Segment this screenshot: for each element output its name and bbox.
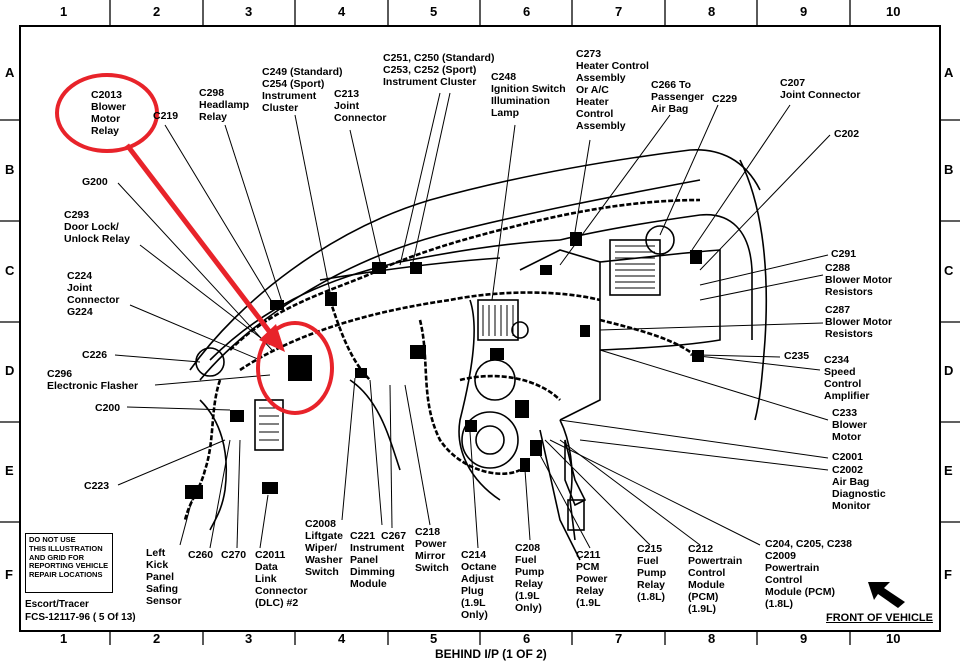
label-c293-door-lock-relay: C293 Door Lock/ Unlock Relay [64, 209, 130, 245]
grid-col-3-bottom: 3 [245, 631, 253, 646]
label-c218-power-mirror-switch: C218 Power Mirror Switch [415, 526, 449, 574]
label-c248-ignition-illumination: C248 Ignition Switch Illumination Lamp [491, 71, 566, 119]
wiring-harness [183, 198, 701, 521]
label-c266-passenger-air-bag: C266 To Passenger Air Bag [651, 79, 705, 115]
grid-col-1-bottom: 1 [60, 631, 68, 646]
grid-col-2-bottom: 2 [153, 631, 161, 646]
highlight-circle-label [55, 73, 159, 153]
label-c249-instrument-cluster: C249 (Standard) C254 (Sport) Instrument … [262, 66, 343, 114]
grid-row-b-left: B [5, 162, 15, 177]
highlight-arrow-head [259, 324, 285, 352]
dashboard-outline [189, 149, 768, 561]
label-c2001: C2001 [832, 451, 863, 463]
label-c235: C235 [784, 350, 810, 362]
label-c224-joint-connector: C224 Joint Connector G224 [67, 270, 120, 318]
grid-col-7-bottom: 7 [615, 631, 623, 646]
label-c223: C223 [84, 480, 110, 492]
grid-col-10-bottom: 10 [886, 631, 901, 646]
grid-col-10-top: 10 [886, 4, 901, 19]
label-c251-instrument-cluster: C251, C250 (Standard) C253, C252 (Sport)… [383, 52, 495, 88]
label-c2011-dlc: C2011 Data Link Connector (DLC) #2 [255, 549, 308, 609]
front-arrow-icon [868, 582, 905, 608]
grid-col-7-top: 7 [615, 4, 623, 19]
grid-ticks [0, 0, 960, 645]
label-c260: C260 [188, 549, 214, 561]
label-c273-heater-control: C273 Heater Control Assembly Or A/C Heat… [576, 48, 649, 132]
label-c2013-blower-motor-relay: C2013 Blower Motor Relay [91, 89, 127, 137]
grid-row-b-right: B [944, 162, 954, 177]
label-c291: C291 [831, 248, 857, 260]
grid-row-a-left: A [5, 65, 15, 80]
footer-code: FCS-12117-96 ( 5 Of 13) [25, 612, 136, 623]
label-c208-fuel-pump-relay: C208 Fuel Pump Relay (1.9L Only) [515, 542, 545, 614]
grid-row-d-left: D [5, 363, 15, 378]
label-c200: C200 [95, 402, 121, 414]
label-c2002-air-bag-monitor: C2002 Air Bag Diagnostic Monitor [832, 464, 886, 512]
label-c298-headlamp-relay: C298 Headlamp Relay [199, 87, 250, 123]
label-c214-octane-plug: C214 Octane Adjust Plug (1.9L Only) [461, 549, 497, 621]
grid-col-1-top: 1 [60, 4, 68, 19]
label-c229: C229 [712, 93, 738, 105]
label-c211-pcm-power-relay: C211 PCM Power Relay (1.9L [576, 549, 608, 609]
grid-col-4-bottom: 4 [338, 631, 346, 646]
grid-col-6-bottom: 6 [523, 631, 531, 646]
grid-row-f-right: F [944, 567, 952, 582]
grid-col-9-bottom: 9 [800, 631, 808, 646]
label-c202: C202 [834, 128, 860, 140]
connector-blocks [185, 232, 704, 499]
grid-row-e-right: E [944, 463, 953, 478]
label-c233-blower-motor: C233 Blower Motor [832, 407, 868, 443]
label-c267: C267 [381, 530, 407, 542]
front-of-vehicle-label: FRONT OF VEHICLE [826, 612, 933, 624]
grid-row-d-right: D [944, 363, 954, 378]
label-c212-pcm-19l: C212 Powertrain Control Module (PCM) (1.… [688, 543, 743, 615]
repair-notice: DO NOT USE THIS ILLUSTRATION AND GRID FO… [25, 533, 113, 593]
label-left-kick-panel-sensor: Left Kick Panel Safing Sensor [146, 547, 182, 607]
grid-col-3-top: 3 [245, 4, 253, 19]
gear-shift [564, 439, 587, 531]
grid-col-6-top: 6 [523, 4, 531, 19]
label-c287-blower-resistors: C287 Blower Motor Resistors [825, 304, 893, 340]
component-outlines [195, 225, 675, 469]
label-c296-electronic-flasher: C296 Electronic Flasher [47, 368, 139, 392]
leader-lines [114, 92, 831, 549]
grid-col-2-top: 2 [153, 4, 161, 19]
diagram-title: BEHIND I/P (1 OF 2) [435, 647, 547, 661]
grid-row-e-left: E [5, 463, 14, 478]
label-c213-joint-connector: C213 Joint Connector [334, 88, 387, 124]
grid-row-c-left: C [5, 263, 15, 278]
grid-col-8-bottom: 8 [708, 631, 716, 646]
grid-col-5-bottom: 5 [430, 631, 438, 646]
grid-row-c-right: C [944, 263, 954, 278]
label-c215-fuel-pump-relay: C215 Fuel Pump Relay (1.8L) [637, 543, 667, 603]
label-c2008-liftgate-switch: C2008 Liftgate Wiper/ Washer Switch [305, 518, 343, 578]
label-c221-dimming-module: C221 Instrument Panel Dimming Module [350, 530, 405, 590]
label-c207-joint-connector: C207 Joint Connector [780, 77, 861, 101]
grid-col-9-top: 9 [800, 4, 808, 19]
label-g200: G200 [82, 176, 108, 188]
label-c226: C226 [82, 349, 108, 361]
grid-col-5-top: 5 [430, 4, 438, 19]
label-c234-speed-control: C234 Speed Control Amplifier [824, 354, 870, 402]
label-c288-blower-resistors: C288 Blower Motor Resistors [825, 262, 893, 298]
grid-col-8-top: 8 [708, 4, 716, 19]
highlight-circle-relay [256, 321, 334, 415]
footer-model: Escort/Tracer [25, 599, 89, 610]
highlight-annotation [55, 73, 334, 415]
grid-row-f-left: F [5, 567, 13, 582]
label-c219: C219 [153, 110, 179, 122]
label-c204-pcm-18l: C204, C205, C238 C2009 Powertrain Contro… [765, 538, 852, 610]
grid-row-a-right: A [944, 65, 954, 80]
label-c270: C270 [221, 549, 247, 561]
grid-col-4-top: 4 [338, 4, 346, 19]
highlight-arrow-shaft [125, 143, 274, 337]
